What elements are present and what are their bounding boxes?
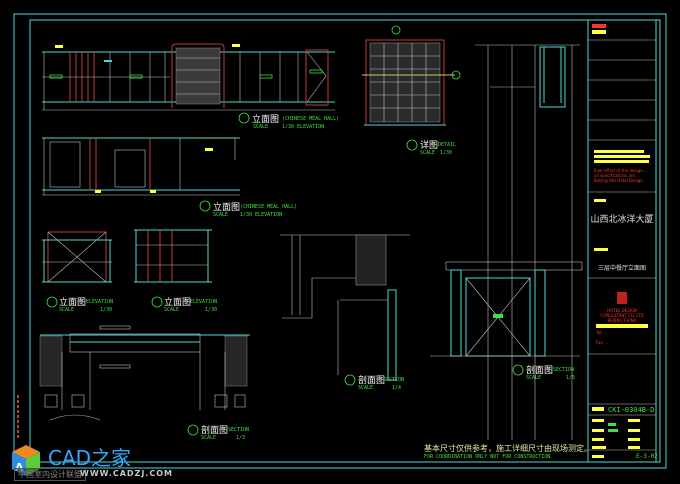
- scale-value: 1/30: [205, 307, 217, 313]
- cadzj-logo-icon: A: [12, 445, 40, 476]
- detail-label: 详图 DETAIL SCALE 1/30: [406, 139, 456, 156]
- section-2-label: 剖面图 SECTION SCALE 1/4: [344, 374, 404, 391]
- watermark-sub: 中国室内设计联盟: [14, 468, 86, 481]
- company-city: BEIJING CHINA: [608, 318, 637, 323]
- svg-text:Tel: ...: Tel: ...: [595, 330, 608, 335]
- company-name: HOTEL DESIGN: [607, 308, 637, 313]
- title-block: Ever effort of the design... all specifi…: [588, 24, 658, 460]
- svg-text:Beijing Hot Hotel Design: Beijing Hot Hotel Design: [594, 178, 643, 183]
- svg-text:A: A: [15, 461, 24, 474]
- label-cn: 详图: [420, 139, 438, 151]
- inner-frame: [29, 19, 661, 463]
- label-en: (CHINESE MEAL HALL): [240, 204, 297, 210]
- note-en: FOR COORDINATION ONLY NOT FOR CONSTRUCTI…: [424, 454, 553, 460]
- svg-text:Fax: ...: Fax: ...: [596, 340, 609, 345]
- outer-frame: [13, 13, 667, 469]
- scale-value: 1/4: [392, 385, 401, 391]
- svg-text:all specifications are...: all specifications are...: [594, 173, 639, 178]
- elevation-1-label: 立面图 (CHINESE MEAL HALL) SCALE 1/30 ELEVA…: [238, 112, 339, 130]
- scale-label: SCALE: [201, 435, 216, 441]
- section-2-drawing: [280, 234, 410, 381]
- elevation-2-label: 立面图 (CHINESE MEAL HALL) SCALE 1/30 ELEVA…: [199, 200, 297, 218]
- scale-label: SCALE: [253, 124, 268, 130]
- section-3-drawing: [430, 261, 583, 357]
- scale-value: 1/5: [566, 375, 575, 381]
- scale-value: 1/30: [440, 150, 452, 156]
- label-cn: 剖面图: [201, 424, 228, 436]
- sheet-number: E-3-02: [636, 453, 658, 460]
- scale-label: SCALE: [358, 385, 373, 391]
- elevation-4-drawing: [134, 229, 212, 283]
- section-1-drawing: [39, 325, 250, 421]
- svg-text:Ever effort of the design...: Ever effort of the design...: [594, 168, 646, 173]
- project-name: 山西北冰洋大厦: [590, 213, 653, 225]
- elevation-3-drawing: [42, 231, 112, 283]
- scale-value: 1/30: [100, 307, 112, 313]
- label-en: (CHINESE MEAL HALL): [282, 116, 339, 122]
- note-cn: 基本尺寸仅供参考，施工详细尺寸由现场测定。: [424, 443, 592, 453]
- scale-label: SCALE: [526, 375, 541, 381]
- label-cn: 立面图: [164, 296, 191, 308]
- label-cn: 立面图: [59, 296, 86, 308]
- elevation-1-drawing: [42, 43, 335, 111]
- label-cn: 立面图: [213, 201, 240, 213]
- label-en: ELEVATION: [86, 299, 113, 305]
- label-en: SECTION: [553, 367, 574, 373]
- label-en: ELEVATION: [190, 299, 217, 305]
- section-3-label: 剖面图 SECTION SCALE 1/5: [512, 364, 575, 381]
- vertical-section-drawing: [475, 44, 580, 440]
- watermark-brand: CAD之家: [48, 446, 132, 470]
- drawing-number: CKI-0304B-D: [608, 406, 654, 414]
- scale-value: 1/3: [236, 435, 245, 441]
- detail-drawing: [362, 25, 461, 126]
- label-cn: 剖面图: [526, 364, 553, 376]
- scale-label: SCALE: [213, 212, 228, 218]
- company-name-2: CONSULTANT CO.,LTD: [600, 313, 643, 318]
- scale-value: 1/30 ELEVATION: [282, 124, 324, 130]
- elevation-3-label: 立面图 ELEVATION SCALE 1/30: [46, 296, 113, 313]
- scale-value: 1/30 ELEVATION: [240, 212, 282, 218]
- scale-label: SCALE: [59, 307, 74, 313]
- label-cn: 剖面图: [358, 374, 385, 386]
- scale-label: SCALE: [420, 150, 435, 156]
- section-1-label: 剖面图 SECTION SCALE 1/3: [187, 424, 249, 441]
- label-cn: 立面图: [252, 113, 279, 125]
- elevation-4-label: 立面图 ELEVATION SCALE 1/30: [151, 296, 217, 313]
- label-en: DETAIL: [438, 142, 456, 148]
- label-en: SECTION: [383, 377, 404, 383]
- watermark-url: WWW.CADZJ.COM: [80, 469, 174, 478]
- watermark: A CAD之家 中国室内设计联盟 WWW.CADZJ.COM: [6, 440, 172, 482]
- sheet-title: 三层中餐厅立面图: [598, 264, 646, 272]
- scale-label: SCALE: [164, 307, 179, 313]
- elevation-2-drawing: [42, 137, 240, 196]
- label-en: SECTION: [228, 427, 249, 433]
